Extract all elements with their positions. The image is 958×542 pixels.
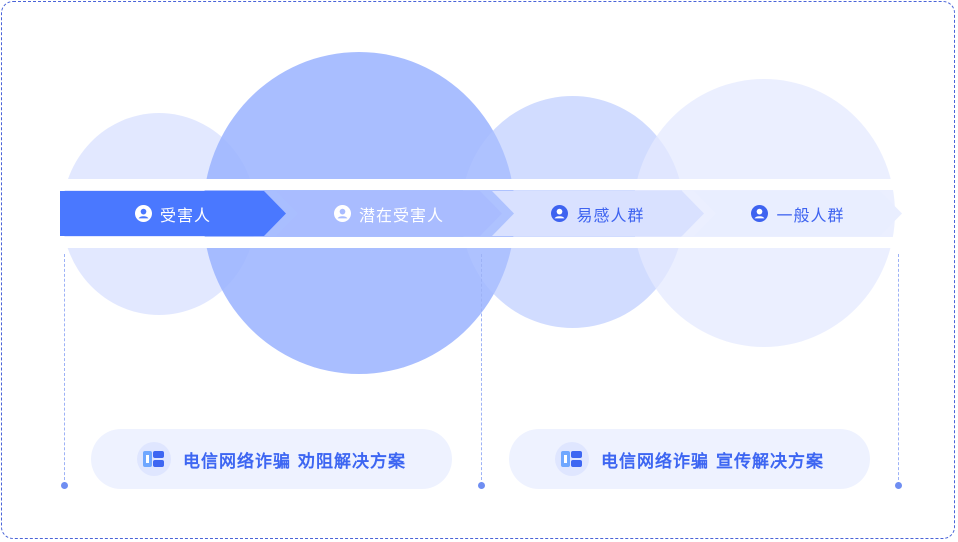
step-potential-victim: 潜在受害人 bbox=[276, 191, 502, 236]
step-susceptible-group: 易感人群 bbox=[492, 191, 704, 236]
band-bottom bbox=[60, 237, 896, 248]
dashed-connector bbox=[64, 254, 65, 485]
user-icon bbox=[135, 205, 152, 222]
user-icon bbox=[334, 205, 351, 222]
logo-badge-icon bbox=[555, 442, 590, 476]
step-label: 潜在受害人 bbox=[358, 205, 444, 225]
connector-dot bbox=[478, 482, 485, 489]
connector-dot bbox=[61, 482, 68, 489]
step-label: 受害人 bbox=[159, 205, 211, 225]
step-victim: 受害人 bbox=[60, 191, 286, 236]
solution-label: 电信网络诈骗 宣传解决方案 bbox=[601, 451, 824, 472]
user-icon bbox=[751, 205, 768, 222]
solution-publicity[interactable]: 电信网络诈骗 宣传解决方案 bbox=[509, 429, 870, 489]
user-icon bbox=[551, 205, 568, 222]
step-label: 易感人群 bbox=[576, 205, 645, 225]
dashed-connector bbox=[898, 254, 899, 485]
solution-dissuasion[interactable]: 电信网络诈骗 劝阻解决方案 bbox=[91, 429, 452, 489]
step-label: 一般人群 bbox=[776, 205, 845, 225]
solution-label: 电信网络诈骗 劝阻解决方案 bbox=[183, 451, 406, 472]
band-top bbox=[60, 179, 896, 190]
logo-badge-icon bbox=[137, 442, 172, 476]
dashed-connector bbox=[481, 254, 482, 485]
step-general-public: 一般人群 bbox=[694, 191, 902, 236]
connector-dot bbox=[895, 482, 902, 489]
